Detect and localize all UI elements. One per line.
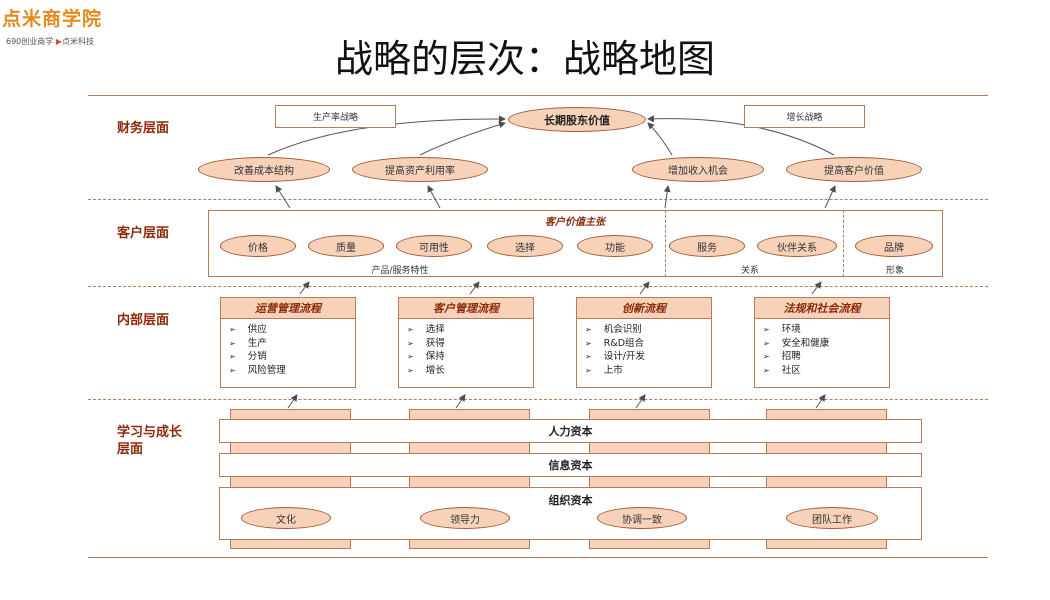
row-label-customer: 客户层面: [117, 226, 170, 241]
process-list: 选择 获得 保持 增长: [399, 319, 533, 377]
process-box-regulatory: 法规和社会流程 环境 安全和健康 招聘 社区: [754, 297, 890, 388]
process-title: 运营管理流程: [221, 298, 355, 319]
row-label-financial: 财务层面: [117, 121, 170, 136]
logo-subtext: 690创业商学 ▶点米科技: [6, 36, 94, 47]
page-title: 战略的层次：战略地图: [334, 37, 715, 81]
list-item: 生产: [229, 337, 355, 351]
attribute-selection: 选择: [487, 235, 563, 257]
financial-node-revenue: 增加收入机会: [632, 157, 764, 182]
row-label-internal: 内部层面: [117, 313, 170, 328]
financial-node-asset: 提高资产利用率: [352, 157, 488, 182]
list-item: 增长: [407, 364, 533, 378]
logo-sub-c: 点米科技: [61, 37, 94, 46]
caption-image: 形象: [885, 266, 904, 276]
financial-node-customer-value: 提高客户价值: [786, 157, 922, 182]
information-capital-band: 信息资本: [219, 453, 922, 477]
image-brand: 品牌: [855, 235, 933, 257]
list-item: 环境: [763, 323, 889, 337]
list-item: 社区: [763, 364, 889, 378]
org-item-leadership: 领导力: [420, 507, 510, 529]
customer-divider-2: [843, 210, 844, 277]
relationship-service: 服务: [669, 235, 745, 257]
productivity-strategy-box: 生产率战略: [275, 105, 396, 128]
org-item-alignment: 协调一致: [597, 507, 687, 529]
list-item: 机会识别: [585, 323, 711, 337]
list-item: 获得: [407, 337, 533, 351]
process-box-customer: 客户管理流程 选择 获得 保持 增长: [398, 297, 534, 388]
process-title: 客户管理流程: [399, 298, 533, 319]
relationship-partnership: 伙伴关系: [757, 235, 837, 257]
top-divider: [88, 95, 988, 96]
list-item: 选择: [407, 323, 533, 337]
logo-mark-icon: ▶: [55, 37, 62, 46]
attribute-functionality: 功能: [577, 235, 653, 257]
attribute-availability: 可用性: [396, 235, 472, 257]
process-title: 法规和社会流程: [755, 298, 889, 319]
process-list: 环境 安全和健康 招聘 社区: [755, 319, 889, 377]
caption-relationship: 关系: [740, 266, 759, 276]
process-box-innovation: 创新流程 机会识别 R&D组合 设计/开发 上市: [576, 297, 712, 388]
list-item: 上市: [585, 364, 711, 378]
list-item: 分销: [229, 350, 355, 364]
list-item: 安全和健康: [763, 337, 889, 351]
process-box-operations: 运营管理流程 供应 生产 分销 风险管理: [220, 297, 356, 388]
attribute-price: 价格: [220, 235, 296, 257]
list-item: 招聘: [763, 350, 889, 364]
divider-internal-learning: [88, 399, 988, 400]
list-item: R&D组合: [585, 337, 711, 351]
divider-financial-customer: [88, 199, 988, 200]
list-item: 风险管理: [229, 364, 355, 378]
row-label-learning-2: 层面: [117, 442, 144, 457]
bottom-divider: [88, 557, 988, 558]
org-item-culture: 文化: [241, 507, 331, 529]
logo-sub-b: 创业商学: [21, 37, 54, 46]
process-list: 机会识别 R&D组合 设计/开发 上市: [577, 319, 711, 377]
list-item: 设计/开发: [585, 350, 711, 364]
caption-attributes: 产品/服务特性: [371, 266, 429, 276]
customer-divider-1: [665, 210, 666, 277]
logo-sub-a: 690: [6, 37, 22, 46]
row-label-learning: 学习与成长: [117, 425, 183, 440]
shareholder-value-node: 长期股东价值: [508, 107, 646, 132]
logo-text: 点米商学院: [2, 8, 103, 30]
growth-strategy-box: 增长战略: [744, 105, 865, 128]
divider-customer-internal: [88, 286, 988, 287]
customer-value-title: 客户价值主张: [545, 217, 605, 228]
list-item: 供应: [229, 323, 355, 337]
human-capital-band: 人力资本: [219, 419, 922, 443]
organization-capital-label: 组织资本: [548, 494, 593, 507]
process-list: 供应 生产 分销 风险管理: [221, 319, 355, 377]
financial-node-cost: 改善成本结构: [198, 157, 330, 182]
org-item-teamwork: 团队工作: [786, 507, 878, 529]
attribute-quality: 质量: [308, 235, 384, 257]
list-item: 保持: [407, 350, 533, 364]
process-title: 创新流程: [577, 298, 711, 319]
